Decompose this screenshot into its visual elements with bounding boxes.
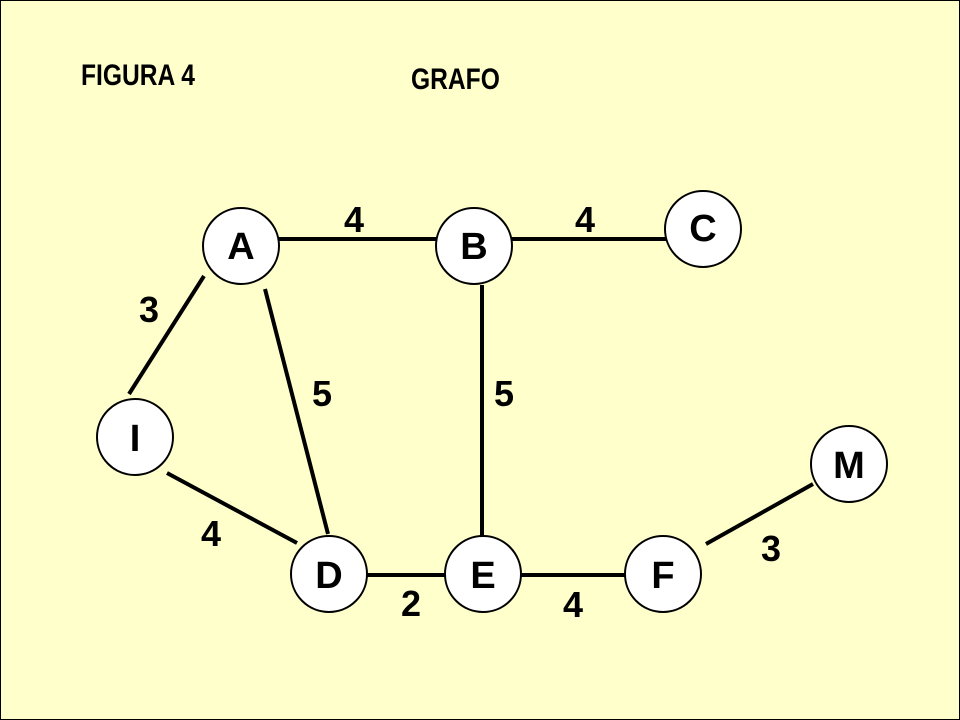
node-a: A <box>202 207 280 285</box>
node-f: F <box>624 535 702 613</box>
node-label-b: B <box>460 226 487 268</box>
node-label-c: C <box>689 208 716 250</box>
weight-a-i: 3 <box>139 289 159 330</box>
node-i: I <box>96 398 174 476</box>
weight-a-b: 4 <box>344 199 364 240</box>
node-c: C <box>664 190 742 268</box>
weight-a-d: 5 <box>312 373 332 414</box>
graph-title: GRAFO <box>411 63 500 96</box>
edge-i-d <box>166 471 298 545</box>
weight-e-f: 4 <box>563 584 583 625</box>
weight-f-m: 3 <box>761 528 781 569</box>
node-label-d: D <box>315 555 342 597</box>
weight-d-e: 2 <box>401 583 421 624</box>
edge-a-i <box>127 274 206 396</box>
node-label-e: E <box>470 555 495 597</box>
node-label-f: F <box>651 555 674 597</box>
edge-weights: 4 4 3 5 5 4 2 4 3 <box>139 199 781 625</box>
weight-b-e: 5 <box>494 373 514 414</box>
edge-a-d <box>263 288 330 535</box>
node-label-a: A <box>227 226 254 268</box>
node-b: B <box>435 207 513 285</box>
weight-b-c: 4 <box>575 199 595 240</box>
edge-f-m <box>705 482 814 546</box>
figure-label: FIGURA 4 <box>81 59 195 92</box>
node-label-i: I <box>130 418 141 460</box>
node-e: E <box>444 535 522 613</box>
weight-i-d: 4 <box>201 513 221 554</box>
node-m: M <box>810 425 888 503</box>
node-label-m: M <box>833 445 865 487</box>
edges <box>127 237 814 577</box>
node-d: D <box>290 535 368 613</box>
